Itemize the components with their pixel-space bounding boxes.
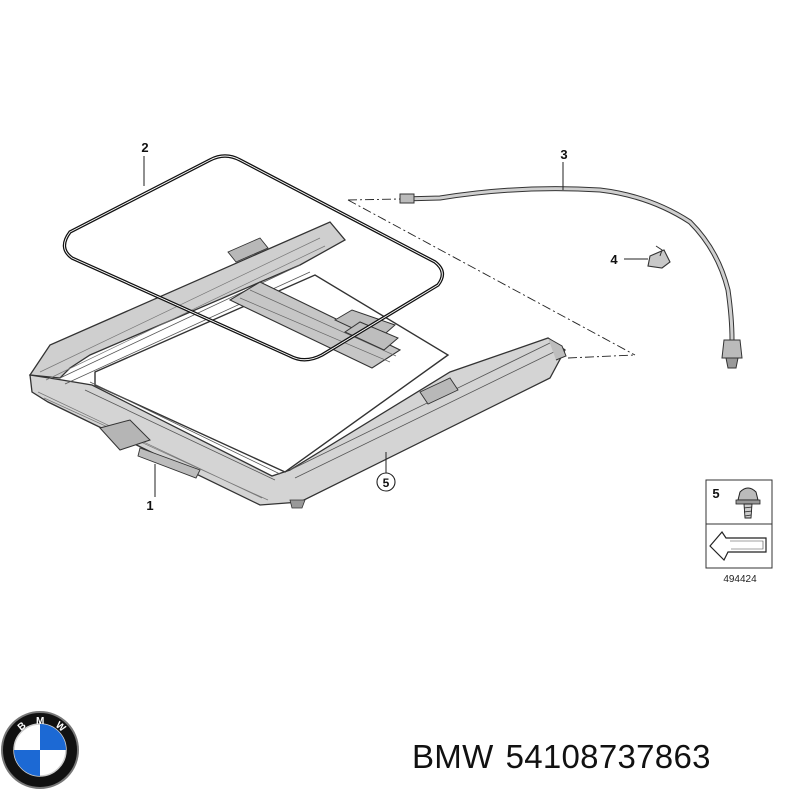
part-caption: BMW 54108737863 <box>412 738 723 776</box>
diagram-code: 494424 <box>723 574 757 585</box>
hose-clip <box>647 245 671 269</box>
screw-icon <box>735 487 761 519</box>
screw-legend-box: 5 494424 <box>705 479 773 585</box>
callout-screw-circle: 5 <box>376 472 396 492</box>
arrow-icon <box>709 531 767 562</box>
drain-hose <box>399 186 743 369</box>
leader-lines <box>143 156 648 497</box>
sunroof-seal <box>62 154 444 362</box>
callout-drain-hose: 3 <box>560 147 567 162</box>
callout-screw: 5 <box>383 476 390 490</box>
sunroof-frame <box>28 221 567 509</box>
legend-item-number: 5 <box>712 486 719 501</box>
callout-frame: 1 <box>146 498 153 513</box>
bmw-logo-icon: B M W <box>1 711 79 789</box>
callout-seal: 2 <box>141 140 148 155</box>
svg-text:M: M <box>36 716 44 727</box>
part-number: 54108737863 <box>505 738 711 775</box>
brand-name: BMW <box>412 738 494 775</box>
connector-lines <box>347 198 636 359</box>
callout-clip: 4 <box>610 252 618 267</box>
